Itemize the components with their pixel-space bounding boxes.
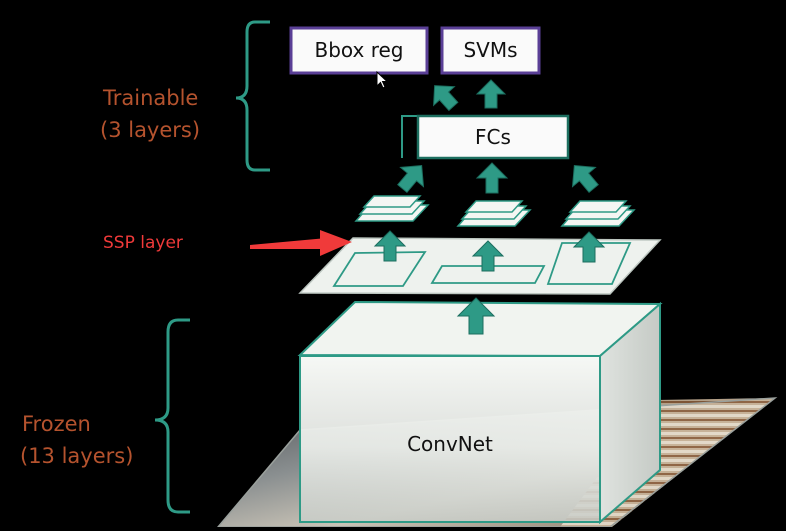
bbox-reg-box bbox=[289, 26, 429, 75]
up-arrow-icon bbox=[572, 231, 606, 263]
svms-label: SVMs bbox=[463, 38, 518, 62]
ssp-layer-label: SSP layer bbox=[103, 233, 183, 253]
up-arrow-icon bbox=[475, 162, 509, 194]
up-arrow-icon bbox=[571, 164, 599, 194]
pooled-feature-stack-left bbox=[354, 195, 430, 222]
mouse-cursor-icon bbox=[376, 70, 389, 89]
convnet-cube bbox=[297, 300, 663, 525]
fcs-label: FCs bbox=[475, 125, 511, 149]
svms-box bbox=[440, 26, 541, 75]
fcs-box bbox=[416, 114, 570, 160]
up-arrow-icon bbox=[475, 79, 507, 109]
convnet-label: ConvNet bbox=[407, 432, 493, 456]
up-arrow-icon bbox=[397, 164, 425, 194]
frozen-label-line2: (13 layers) bbox=[20, 444, 134, 468]
trainable-label-line1: Trainable bbox=[103, 86, 199, 110]
up-arrow-icon bbox=[471, 240, 505, 272]
frozen-label-line1: Frozen bbox=[22, 412, 91, 436]
trainable-label-line2: (3 layers) bbox=[100, 118, 201, 142]
frozen-bracket bbox=[154, 318, 190, 514]
bbox-reg-label: Bbox reg bbox=[314, 38, 404, 62]
pooled-feature-stack-right bbox=[560, 200, 636, 227]
up-arrow-icon bbox=[373, 230, 407, 262]
ssp-layer-panel bbox=[298, 237, 662, 295]
up-arrow-icon bbox=[456, 297, 496, 335]
trainable-bracket bbox=[235, 20, 270, 172]
up-arrow-icon bbox=[433, 85, 459, 112]
red-pointer-arrow-icon bbox=[250, 230, 352, 256]
pooled-feature-stack-center bbox=[456, 200, 532, 227]
